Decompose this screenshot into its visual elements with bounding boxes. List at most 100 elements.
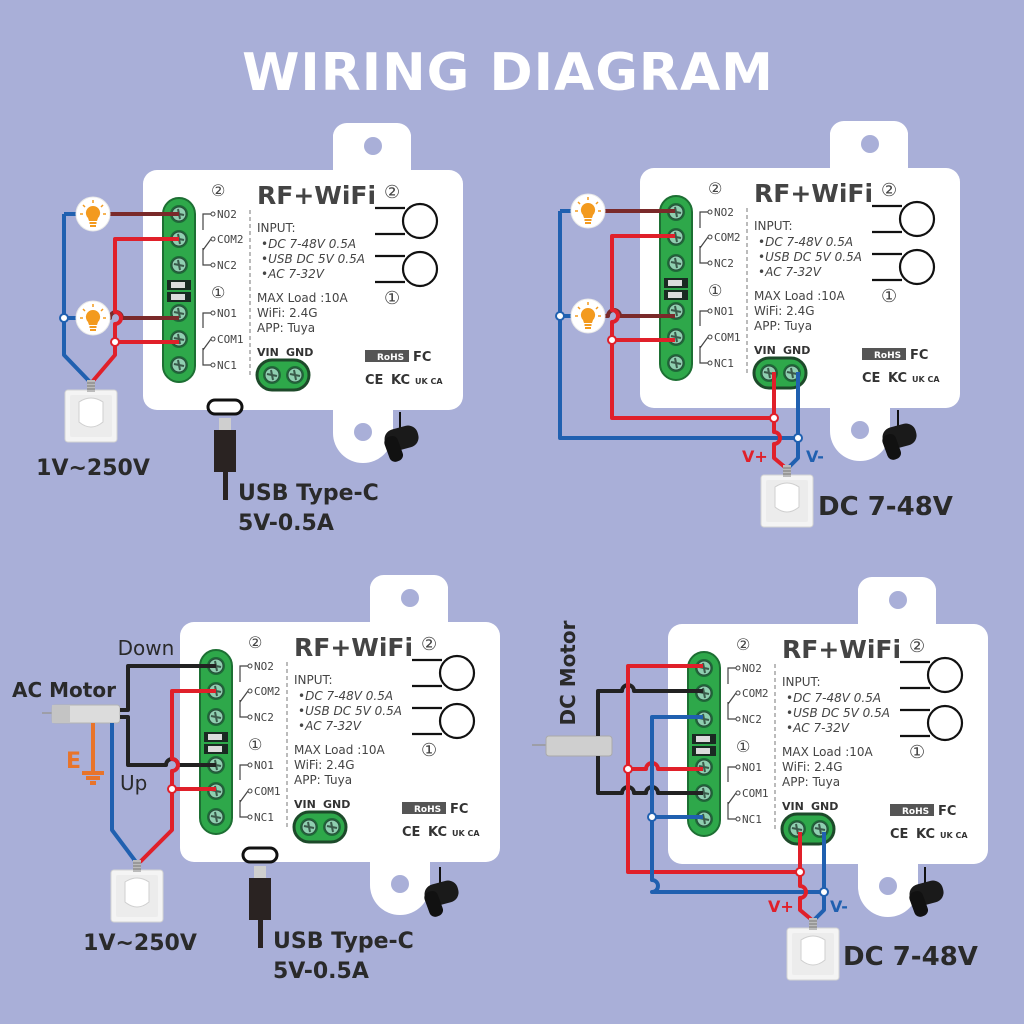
button-1-marker: ① — [421, 740, 437, 761]
earth-label: E — [66, 749, 81, 774]
usb-c-cable-icon — [206, 398, 244, 502]
input-spec: •USB DC 5V 0.5A — [758, 250, 862, 264]
terminal-label: NC2 — [217, 259, 237, 272]
terminal-label: COM1 — [254, 785, 281, 798]
input-spec: •AC 7-32V — [758, 265, 822, 279]
device-title: RF+WiFi — [257, 181, 376, 210]
rohs-cert: RoHS — [902, 807, 929, 817]
usb-spec-label: 5V-0.5A — [238, 511, 334, 536]
device-title: RF+WiFi — [294, 633, 413, 662]
input-spec: •USB DC 5V 0.5A — [786, 706, 890, 720]
v-plus-label: V+ — [742, 447, 768, 466]
v-minus-label: V- — [806, 447, 824, 466]
rohs-cert: RoHS — [377, 353, 404, 363]
kc-cert: KC — [888, 371, 907, 386]
gnd-label: GND — [323, 798, 350, 811]
source-voltage-label: 1V~250V — [36, 456, 150, 481]
input-label: INPUT: — [257, 221, 296, 235]
wifi-label: WiFi: 2.4G — [257, 306, 318, 320]
wifi-label: WiFi: 2.4G — [754, 304, 815, 318]
button-1-marker: ① — [881, 286, 897, 307]
down-label: Down — [118, 636, 175, 660]
ce-cert: CE — [365, 373, 383, 388]
max-load-label: MAX Load :10A — [294, 743, 386, 757]
max-load-label: MAX Load :10A — [782, 745, 874, 759]
up-label: Up — [120, 771, 147, 795]
light-bulb-icon — [75, 196, 111, 232]
channel-2-marker: ② — [248, 633, 262, 652]
input-spec: •USB DC 5V 0.5A — [298, 704, 402, 718]
terminal-label: NO1 — [742, 761, 762, 774]
vin-label: VIN — [294, 798, 316, 811]
input-spec: •DC 7-48V 0.5A — [261, 237, 356, 251]
app-label: APP: Tuya — [257, 321, 315, 335]
usb-spec-label: 5V-0.5A — [273, 959, 369, 984]
wall-socket-icon — [64, 379, 118, 443]
button-2-marker: ② — [421, 634, 437, 655]
app-label: APP: Tuya — [754, 319, 812, 333]
panel-bottom-right: DC Motor V+ V- DC 7-48V — [532, 577, 988, 981]
wifi-label: WiFi: 2.4G — [782, 760, 843, 774]
input-label: INPUT: — [294, 673, 333, 687]
input-label: INPUT: — [754, 219, 793, 233]
kc-cert: KC — [391, 373, 410, 388]
terminal-label: COM2 — [254, 685, 281, 698]
gnd-label: GND — [783, 344, 810, 357]
terminal-label: NC1 — [742, 813, 762, 826]
input-label: INPUT: — [782, 675, 821, 689]
usb-label: USB Type-C — [273, 929, 414, 954]
button-2-marker: ② — [384, 182, 400, 203]
terminal-label: NC1 — [217, 359, 237, 372]
terminal-label: NO2 — [217, 208, 237, 221]
panel-top-right: V+ V- DC 7-48V — [555, 121, 960, 528]
light-bulb-icon — [75, 300, 111, 336]
input-spec: •DC 7-48V 0.5A — [298, 689, 393, 703]
fc-cert: FC — [910, 348, 928, 363]
dc-power-socket-icon — [786, 917, 840, 981]
button-1-marker: ① — [384, 288, 400, 309]
source-voltage-label: DC 7-48V — [843, 942, 978, 972]
app-label: APP: Tuya — [782, 775, 840, 789]
usb-c-cable-icon — [241, 846, 279, 950]
panel-top-left: 1V~250V USB Type-C 5V-0.5A — [36, 123, 463, 536]
kc-cert: KC — [916, 827, 935, 842]
channel-1-marker: ① — [708, 281, 722, 300]
terminal-label: NC2 — [714, 257, 734, 270]
terminal-label: NO1 — [217, 307, 237, 320]
input-spec: •DC 7-48V 0.5A — [758, 235, 853, 249]
dc-power-socket-icon — [760, 464, 814, 528]
terminal-label: NC1 — [714, 357, 734, 370]
page-title: WIRING DIAGRAM — [242, 43, 774, 103]
kc-cert: KC — [428, 825, 447, 840]
dc-motor-label: DC Motor — [556, 620, 580, 725]
button-2-marker: ② — [881, 180, 897, 201]
max-load-label: MAX Load :10A — [257, 291, 349, 305]
gnd-label: GND — [811, 800, 838, 813]
terminal-label: COM1 — [217, 333, 244, 346]
ukca-cert: UK CA — [912, 375, 940, 384]
ac-motor-icon — [42, 704, 121, 724]
v-plus-label: V+ — [768, 897, 794, 916]
wall-socket-icon — [110, 859, 164, 923]
fc-cert: FC — [450, 802, 468, 817]
terminal-label: NC1 — [254, 811, 274, 824]
terminal-label: COM1 — [742, 787, 769, 800]
device-title: RF+WiFi — [754, 179, 873, 208]
vin-label: VIN — [754, 344, 776, 357]
button-1-marker: ① — [909, 742, 925, 763]
input-spec: •AC 7-32V — [261, 267, 325, 281]
terminal-label: NC2 — [742, 713, 762, 726]
ce-cert: CE — [862, 371, 880, 386]
rohs-cert: RoHS — [874, 351, 901, 361]
terminal-label: COM2 — [742, 687, 769, 700]
terminal-label: NO1 — [714, 305, 734, 318]
rohs-cert: RoHS — [414, 805, 441, 815]
button-2-marker: ② — [909, 636, 925, 657]
terminal-label: NO1 — [254, 759, 274, 772]
vin-label: VIN — [257, 346, 279, 359]
fc-cert: FC — [938, 804, 956, 819]
ukca-cert: UK CA — [452, 829, 480, 838]
channel-1-marker: ① — [248, 735, 262, 754]
input-spec: •AC 7-32V — [786, 721, 850, 735]
